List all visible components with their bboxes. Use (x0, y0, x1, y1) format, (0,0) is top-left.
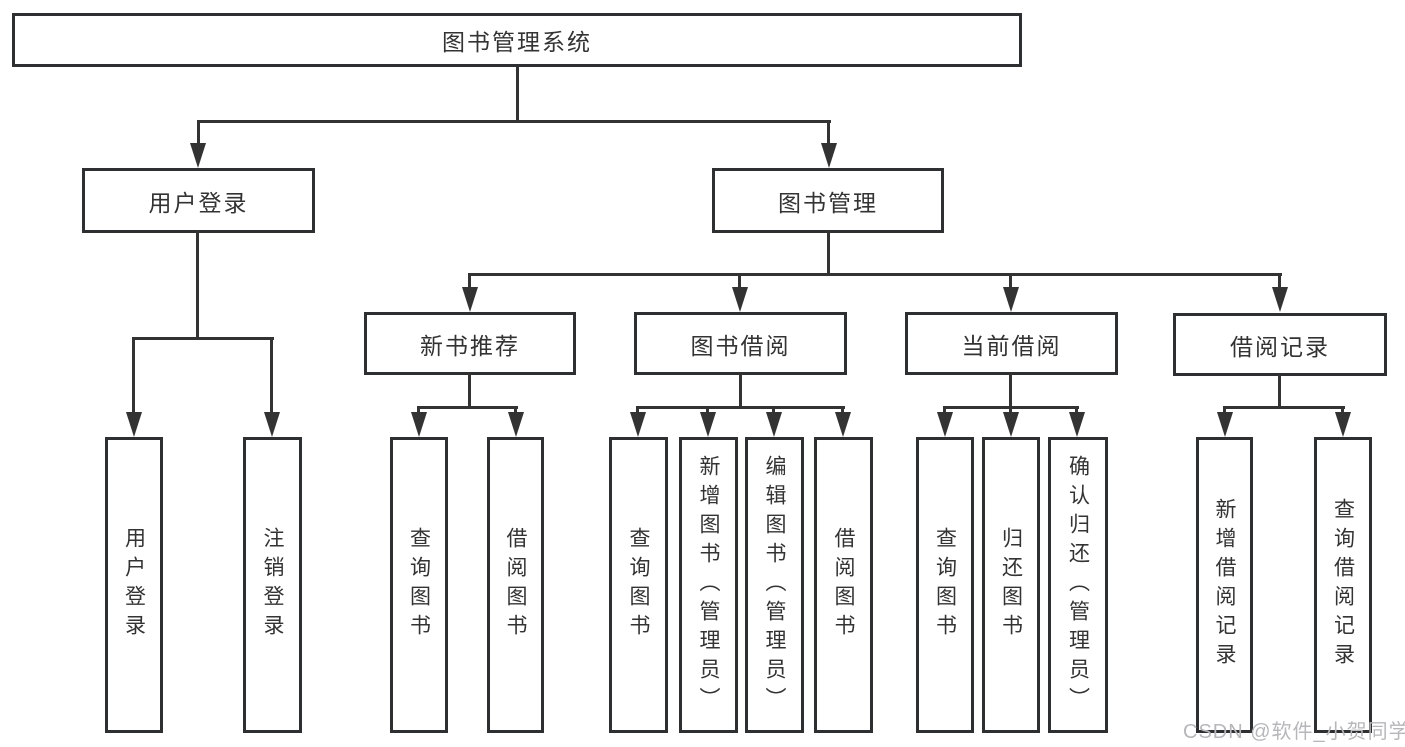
leaf-user-login: 用户登录 (105, 437, 163, 733)
connector-line (1009, 406, 1012, 415)
connector-line (1341, 406, 1344, 415)
node-current-borrowing: 当前借阅 (905, 312, 1118, 375)
connector-line (1075, 406, 1078, 415)
leaf-logout: 注销登录 (243, 437, 302, 733)
connector-line (270, 337, 273, 414)
leaf-return-books: 归还图书 (982, 437, 1040, 733)
leaf-add-books-admin: 新增图书（管理员） (679, 437, 738, 733)
arrow-down-icon (1003, 412, 1019, 437)
connector-line (739, 373, 742, 408)
leaf-query-books-current: 查询图书 (916, 437, 974, 733)
connector-line (827, 230, 830, 276)
connector-line (133, 337, 274, 340)
connector-line (418, 406, 518, 409)
connector-line (1009, 273, 1012, 289)
connector-line (516, 67, 519, 123)
leaf-add-borrow-record: 新增借阅记录 (1196, 437, 1253, 733)
node-root-system: 图书管理系统 (12, 13, 1022, 67)
leaf-query-borrow-record: 查询借阅记录 (1314, 437, 1372, 733)
arrow-down-icon (732, 287, 748, 312)
leaf-confirm-return-admin: 确认归还（管理员） (1048, 437, 1108, 733)
connector-line (1009, 373, 1012, 408)
leaf-query-books-borrowing: 查询图书 (609, 437, 668, 733)
connector-line (197, 120, 200, 145)
connector-line (468, 273, 471, 289)
connector-line (1224, 406, 1345, 409)
arrow-down-icon (1069, 412, 1085, 437)
arrow-down-icon (937, 412, 953, 437)
arrow-down-icon (190, 143, 206, 168)
leaf-borrow-books-recommend: 借阅图书 (487, 437, 544, 733)
leaf-query-books-recommend: 查询图书 (390, 437, 448, 733)
arrow-down-icon (700, 412, 716, 437)
connector-line (1223, 406, 1226, 415)
arrow-down-icon (462, 287, 478, 312)
arrow-down-icon (126, 412, 142, 437)
connector-line (637, 406, 845, 409)
connector-line (469, 273, 1282, 276)
arrow-down-icon (630, 412, 646, 437)
connector-line (827, 120, 830, 145)
arrow-down-icon (1335, 412, 1351, 437)
connector-line (197, 120, 831, 123)
connector-line (943, 406, 946, 415)
arrow-down-icon (1003, 287, 1019, 312)
connector-line (468, 373, 471, 408)
csdn-watermark: CSDN @软件_小贺同学 (1183, 721, 1405, 743)
connector-line (1278, 273, 1281, 289)
connector-line (636, 406, 639, 415)
arrow-down-icon (1217, 412, 1233, 437)
arrow-down-icon (835, 412, 851, 437)
node-user-login: 用户登录 (82, 168, 315, 233)
connector-line (514, 406, 517, 415)
connector-line (738, 273, 741, 289)
arrow-down-icon (821, 143, 837, 168)
arrow-down-icon (508, 412, 524, 437)
connector-line (132, 337, 135, 414)
connector-line (196, 230, 199, 340)
node-new-book-recommend: 新书推荐 (364, 312, 576, 375)
leaf-edit-books-admin: 编辑图书（管理员） (745, 437, 804, 733)
arrow-down-icon (1272, 287, 1288, 312)
connector-line (417, 406, 420, 415)
connector-line (841, 406, 844, 415)
node-borrow-records: 借阅记录 (1173, 313, 1387, 376)
connector-line (1278, 374, 1281, 408)
node-book-management: 图书管理 (712, 168, 944, 233)
node-book-borrowing: 图书借阅 (634, 312, 847, 375)
arrow-down-icon (264, 412, 280, 437)
leaf-borrow-books-borrowing: 借阅图书 (814, 437, 873, 733)
arrow-down-icon (411, 412, 427, 437)
connector-line (772, 406, 775, 415)
arrow-down-icon (766, 412, 782, 437)
connector-line (706, 406, 709, 415)
